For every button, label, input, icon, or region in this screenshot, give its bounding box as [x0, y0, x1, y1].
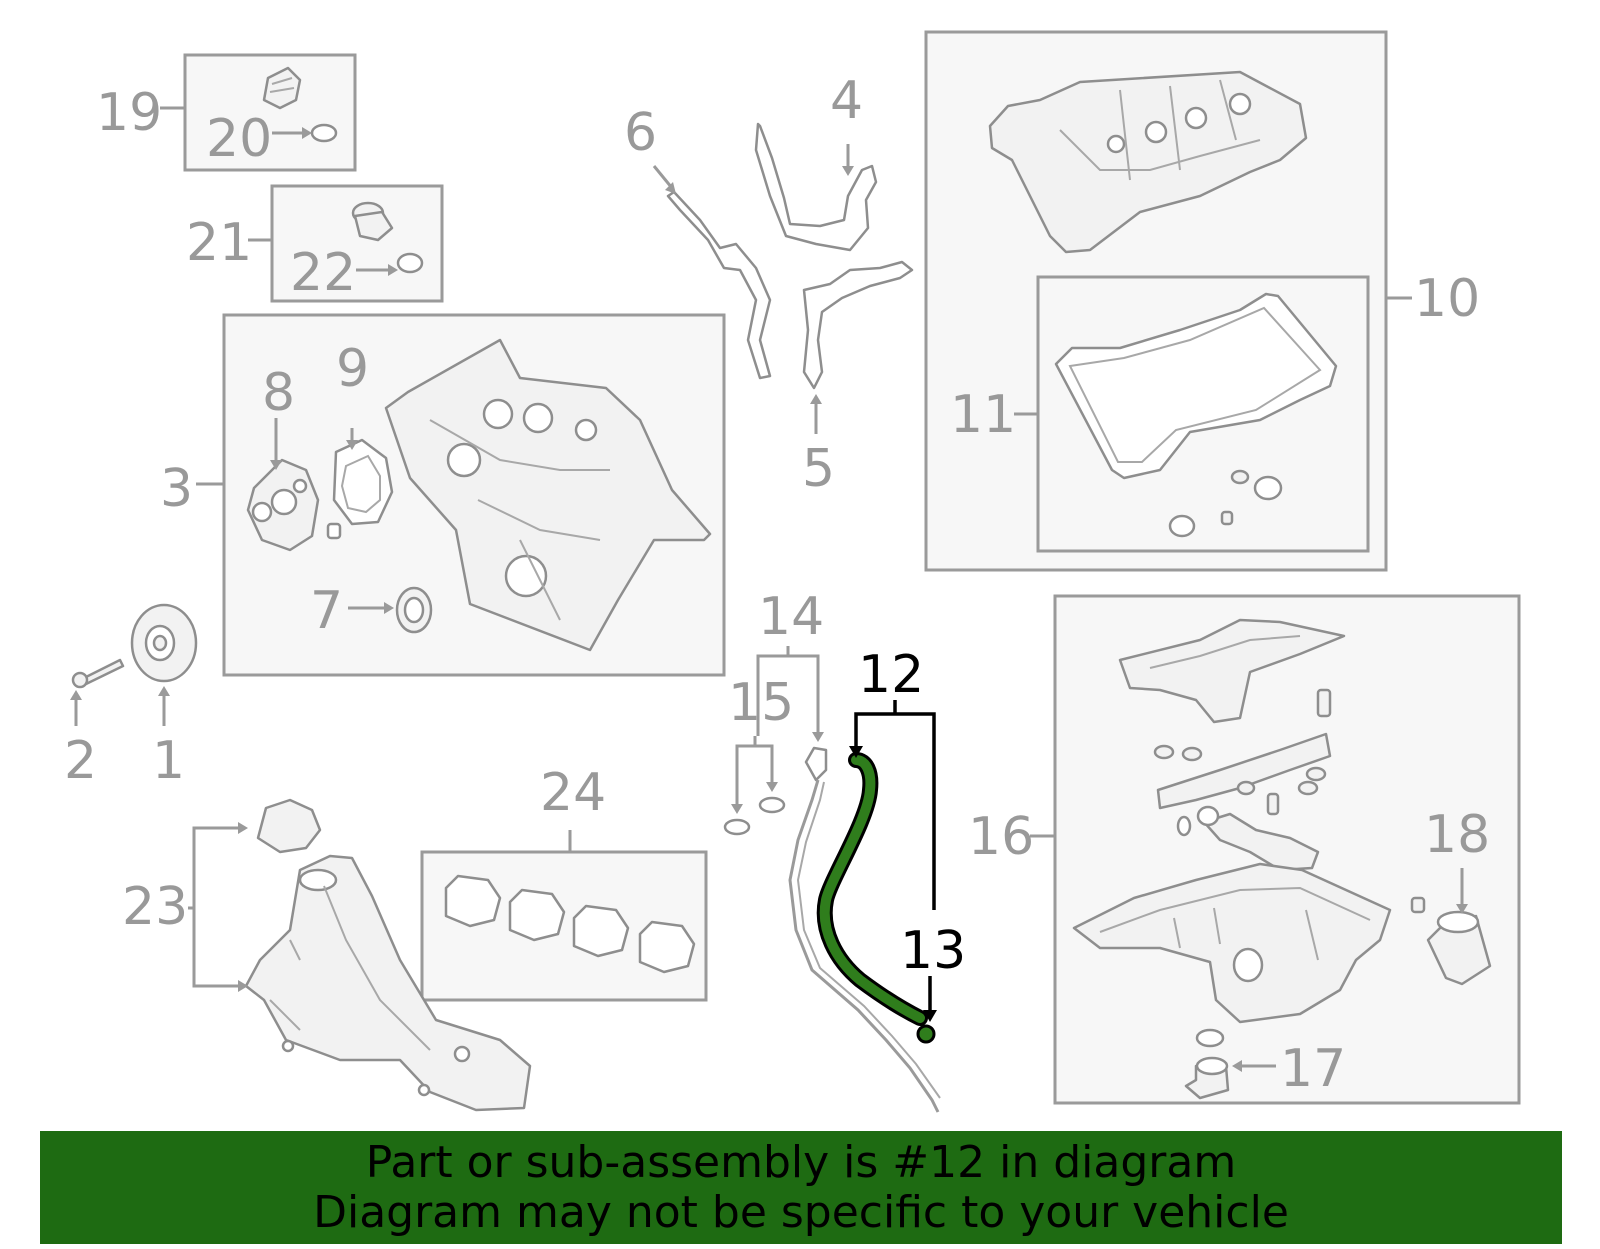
callout-24: 24 [540, 763, 606, 823]
cap-assembly-seal-part [396, 252, 424, 274]
filler-cap-seal-part [310, 123, 338, 143]
intake-duct-part [244, 798, 532, 1112]
banner-line-2: Diagram may not be specific to your vehi… [313, 1186, 1289, 1238]
callout-18: 18 [1424, 805, 1490, 865]
dipstick-part [788, 746, 941, 1113]
callout-10: 10 [1414, 269, 1480, 329]
leader-lines [70, 106, 1468, 1072]
box-19-oil-filler-cap [183, 53, 357, 172]
crank-pulley-part [130, 603, 198, 683]
timing-cover-part [384, 338, 712, 652]
valve-cover-gasket-part [1054, 292, 1338, 538]
oil-pan-baffle-part [1118, 618, 1346, 724]
callout-4: 4 [830, 71, 863, 131]
callout-11: 11 [950, 385, 1016, 445]
callout-12[interactable]: 12 [858, 645, 924, 705]
callout-19: 19 [96, 83, 162, 143]
callout-20: 20 [206, 109, 272, 169]
gasket-4-part [754, 122, 878, 252]
callout-3: 3 [160, 459, 193, 519]
callout-14: 14 [758, 587, 824, 647]
callout-17: 17 [1280, 1039, 1346, 1099]
callout-1: 1 [152, 731, 185, 791]
o-ring-b-part [758, 796, 786, 814]
banner-line-1: Part or sub-assembly is #12 in diagram [365, 1136, 1237, 1188]
callout-23: 23 [122, 877, 188, 937]
callout-5: 5 [802, 439, 835, 499]
water-pump-gasket-part [332, 438, 394, 526]
callout-13[interactable]: 13 [900, 921, 966, 981]
callout-8: 8 [262, 363, 295, 423]
callout-22: 22 [290, 243, 356, 303]
oil-pump-pickup-part [1153, 688, 1332, 872]
callout-15: 15 [728, 673, 794, 733]
crankshaft-seal-part [395, 586, 433, 634]
callout-16: 16 [968, 807, 1034, 867]
callout-6: 6 [624, 103, 657, 163]
oil-filler-cap-part [262, 66, 302, 110]
oil-filter-part [1410, 896, 1492, 986]
cap-assembly-part [351, 201, 394, 242]
valve-cover-part [988, 70, 1308, 254]
tube-seal-part-13 [916, 1024, 936, 1044]
callout-21: 21 [186, 213, 252, 273]
callout-9: 9 [336, 339, 369, 399]
dipstick-tube-part-12 [816, 752, 928, 1026]
gasket-5-part [802, 260, 914, 390]
o-ring-a-part [723, 818, 751, 836]
intake-gaskets-part [444, 874, 696, 974]
gasket-6-part [666, 190, 772, 380]
callout-2: 2 [64, 731, 97, 791]
pulley-bolt-part [71, 658, 125, 689]
drain-plug-part [1184, 1028, 1230, 1100]
oil-pan-part [1072, 862, 1392, 1024]
water-pump-part [246, 458, 320, 552]
dowel-part [326, 522, 342, 540]
part-info-banner: Part or sub-assembly is #12 in diagram D… [40, 1131, 1562, 1244]
callout-7: 7 [310, 581, 343, 641]
